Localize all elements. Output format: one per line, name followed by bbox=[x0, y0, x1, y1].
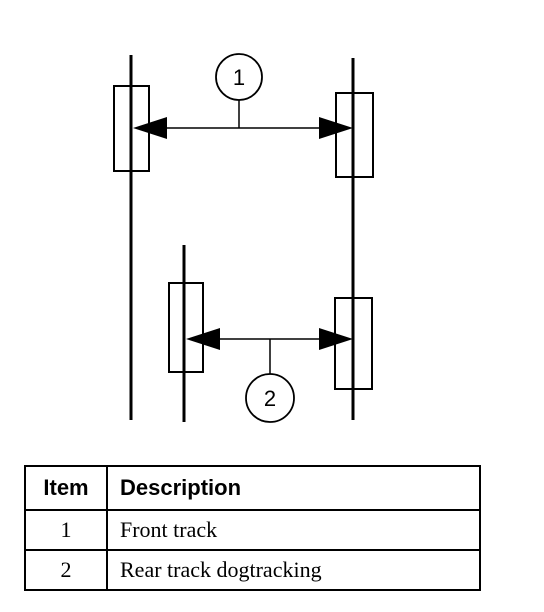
legend-table: Item Description 1 Front track 2 Rear tr… bbox=[24, 465, 481, 591]
legend-header-row: Item Description bbox=[24, 465, 481, 511]
legend-row-item: 1 bbox=[24, 509, 108, 551]
legend-row-description: Front track bbox=[106, 509, 481, 551]
rear-callout-number: 2 bbox=[264, 386, 276, 411]
legend-header-description: Description bbox=[106, 465, 481, 511]
front-callout-number: 1 bbox=[233, 65, 245, 90]
rear-arrowhead-left bbox=[186, 328, 220, 350]
rear-callout-circle bbox=[245, 373, 295, 423]
legend-row-description: Rear track dogtracking bbox=[106, 549, 481, 591]
track-diagram: 1 2 bbox=[113, 53, 374, 423]
legend-header-item: Item bbox=[24, 465, 108, 511]
legend-row: 2 Rear track dogtracking bbox=[24, 549, 481, 591]
rear-left-wheel bbox=[168, 282, 204, 373]
front-callout-circle bbox=[215, 53, 263, 101]
front-arrowhead-left bbox=[133, 117, 167, 139]
legend-row-item: 2 bbox=[24, 549, 108, 591]
front-right-wheel bbox=[335, 92, 374, 178]
rear-arrowhead-right bbox=[319, 328, 353, 350]
legend-row: 1 Front track bbox=[24, 509, 481, 551]
front-arrowhead-right bbox=[319, 117, 353, 139]
